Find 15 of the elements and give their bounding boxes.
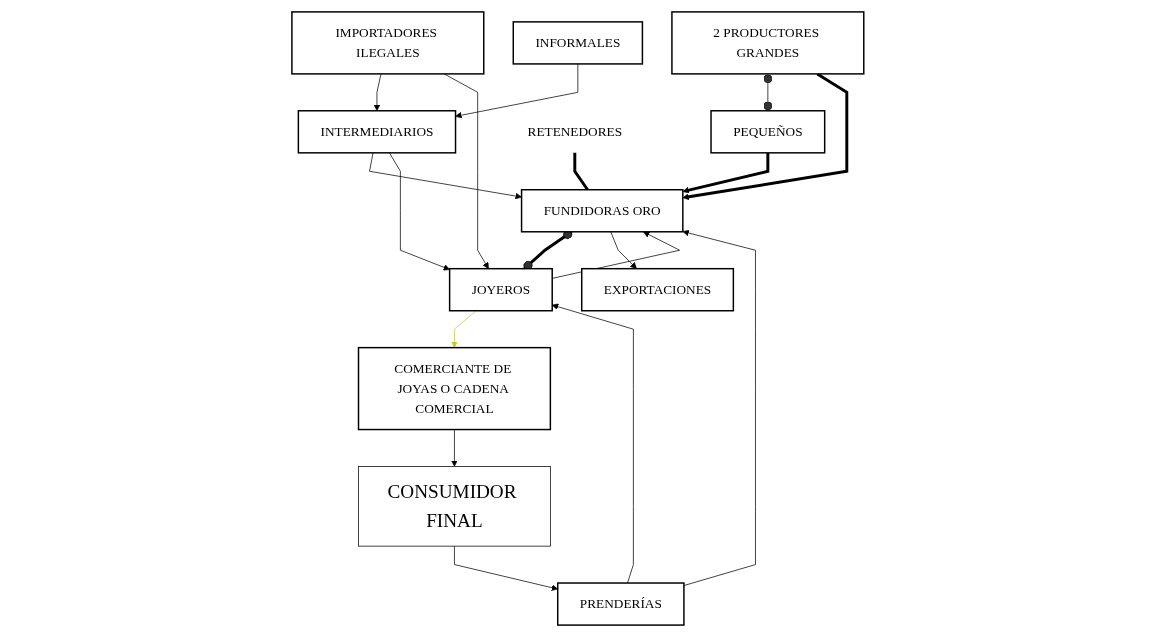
node-box: 2 PRODUCTORES GRANDES [671,11,865,75]
node-text: RETENEDORES [527,124,623,139]
connector [573,152,589,191]
node-box: PRENDERÍAS [557,582,685,626]
connector [523,230,573,270]
node-box: FUNDIDORAS ORO [521,189,684,233]
node-box: INTERMEDIARIOS [297,110,457,154]
node-box: CONSUMIDOR FINAL [358,466,551,547]
node-box: INFORMALES [512,21,644,65]
node-box: JOYEROS [449,267,554,312]
node-box: COMERCIANTE DE JOYAS O CADENA COMERCIAL [357,346,552,431]
node-box: EXPORTACIONES [581,267,735,312]
node-box: PEQUEÑOS [710,110,826,154]
node-box: IMPORTADORES ILEGALES [291,11,485,75]
arrow [682,152,770,194]
